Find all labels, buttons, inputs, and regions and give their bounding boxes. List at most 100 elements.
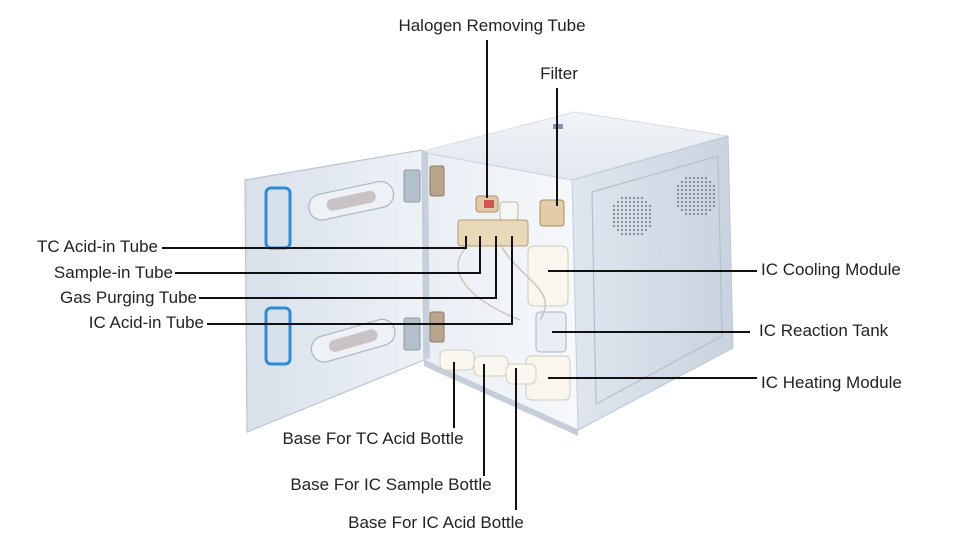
- label-gas-purging-tube: Gas Purging Tube: [59, 288, 197, 307]
- door-window-upper: [264, 186, 292, 250]
- vent-hole: [624, 208, 628, 212]
- vent-hole: [636, 208, 640, 212]
- vent-hole: [680, 208, 684, 212]
- door-slot-upper: [308, 180, 395, 221]
- fitting: [499, 201, 519, 221]
- vent-hole: [632, 200, 636, 204]
- vent-hole: [640, 232, 644, 236]
- vent-hole: [624, 200, 628, 204]
- vent-hole: [620, 216, 624, 220]
- vent-hole: [684, 176, 688, 180]
- vent-hole: [692, 192, 696, 196]
- vent-hole: [688, 184, 692, 188]
- vent-hole: [676, 188, 680, 192]
- vent-hole: [704, 176, 708, 180]
- vent-hole: [708, 184, 712, 188]
- vent-hole: [708, 204, 712, 208]
- vent-hole: [624, 228, 628, 232]
- vent-hole: [684, 196, 688, 200]
- vent-hole: [680, 188, 684, 192]
- vent-hole: [640, 204, 644, 208]
- vent-hole: [628, 232, 632, 236]
- filter-part: [539, 199, 565, 227]
- vent-hole: [676, 196, 680, 200]
- vent-hole: [688, 212, 692, 216]
- vent-hole: [712, 196, 716, 200]
- vent-hole: [628, 228, 632, 232]
- label-filter: Filter: [540, 64, 578, 83]
- vent-hole: [620, 228, 624, 232]
- vent-hole: [704, 180, 708, 184]
- vent-hole: [684, 192, 688, 196]
- vent-hole: [700, 184, 704, 188]
- bottle-base-tc-acid: [439, 349, 475, 371]
- vent-hole: [704, 212, 708, 216]
- vent-hole: [708, 200, 712, 204]
- vent-hole: [612, 224, 616, 228]
- vent-hole: [620, 204, 624, 208]
- vent-hole: [704, 192, 708, 196]
- vent-hole: [704, 200, 708, 204]
- vent-hole: [616, 212, 620, 216]
- vent-hole: [692, 208, 696, 212]
- vent-hole: [700, 176, 704, 180]
- vent-hole: [688, 200, 692, 204]
- vent-hole: [632, 216, 636, 220]
- vent-hole: [648, 220, 652, 224]
- ic-cooling-module-part: [527, 245, 569, 307]
- vent-hole: [644, 204, 648, 208]
- leader-lines: [162, 40, 757, 510]
- vent-hole: [648, 208, 652, 212]
- vent-hole: [692, 184, 696, 188]
- vent-hole: [704, 204, 708, 208]
- label-base-tc-acid-bottle: Base For TC Acid Bottle: [282, 429, 464, 448]
- vent-hole: [628, 224, 632, 228]
- vent-hole: [700, 204, 704, 208]
- label-base-ic-acid-bottle: Base For IC Acid Bottle: [348, 513, 524, 532]
- vent-hole: [636, 232, 640, 236]
- vent-hole: [684, 180, 688, 184]
- vent-hole: [620, 200, 624, 204]
- vent-hole: [628, 216, 632, 220]
- vent-hole: [676, 184, 680, 188]
- vent-hole: [700, 192, 704, 196]
- bottle-base-ic-sample: [473, 355, 509, 377]
- door-slot-lower: [310, 318, 396, 363]
- vent-hole: [712, 200, 716, 204]
- vent-hole: [624, 216, 628, 220]
- vent-hole: [632, 220, 636, 224]
- vent-hole: [616, 208, 620, 212]
- vent-hole: [644, 208, 648, 212]
- vent-hole: [624, 212, 628, 216]
- leader-gas-purging: [199, 236, 497, 299]
- vent-hole: [692, 204, 696, 208]
- vent-hole: [628, 200, 632, 204]
- vent-grille-left: [612, 196, 652, 236]
- vent-hole: [636, 220, 640, 224]
- vent-hole: [612, 204, 616, 208]
- vent-hole: [644, 224, 648, 228]
- vent-hole: [700, 196, 704, 200]
- label-base-ic-sample-bottle: Base For IC Sample Bottle: [290, 475, 492, 494]
- vent-hole: [700, 180, 704, 184]
- leader-tc-acid-in: [162, 236, 467, 249]
- vent-hole: [612, 208, 616, 212]
- tube-manifold: [457, 219, 529, 247]
- vent-hole: [616, 204, 620, 208]
- vent-hole: [684, 212, 688, 216]
- vent-hole: [612, 220, 616, 224]
- vent-hole: [648, 212, 652, 216]
- vent-hole: [636, 228, 640, 232]
- vent-hole: [680, 192, 684, 196]
- door-window-lower: [264, 306, 292, 366]
- vent-hole: [680, 204, 684, 208]
- vent-hole: [712, 188, 716, 192]
- vent-hole: [704, 196, 708, 200]
- vent-hole: [696, 176, 700, 180]
- cabinet-front-edge: [424, 360, 578, 436]
- vent-hole: [684, 200, 688, 204]
- vent-hole: [684, 208, 688, 212]
- vent-hole: [692, 196, 696, 200]
- vent-hole: [632, 208, 636, 212]
